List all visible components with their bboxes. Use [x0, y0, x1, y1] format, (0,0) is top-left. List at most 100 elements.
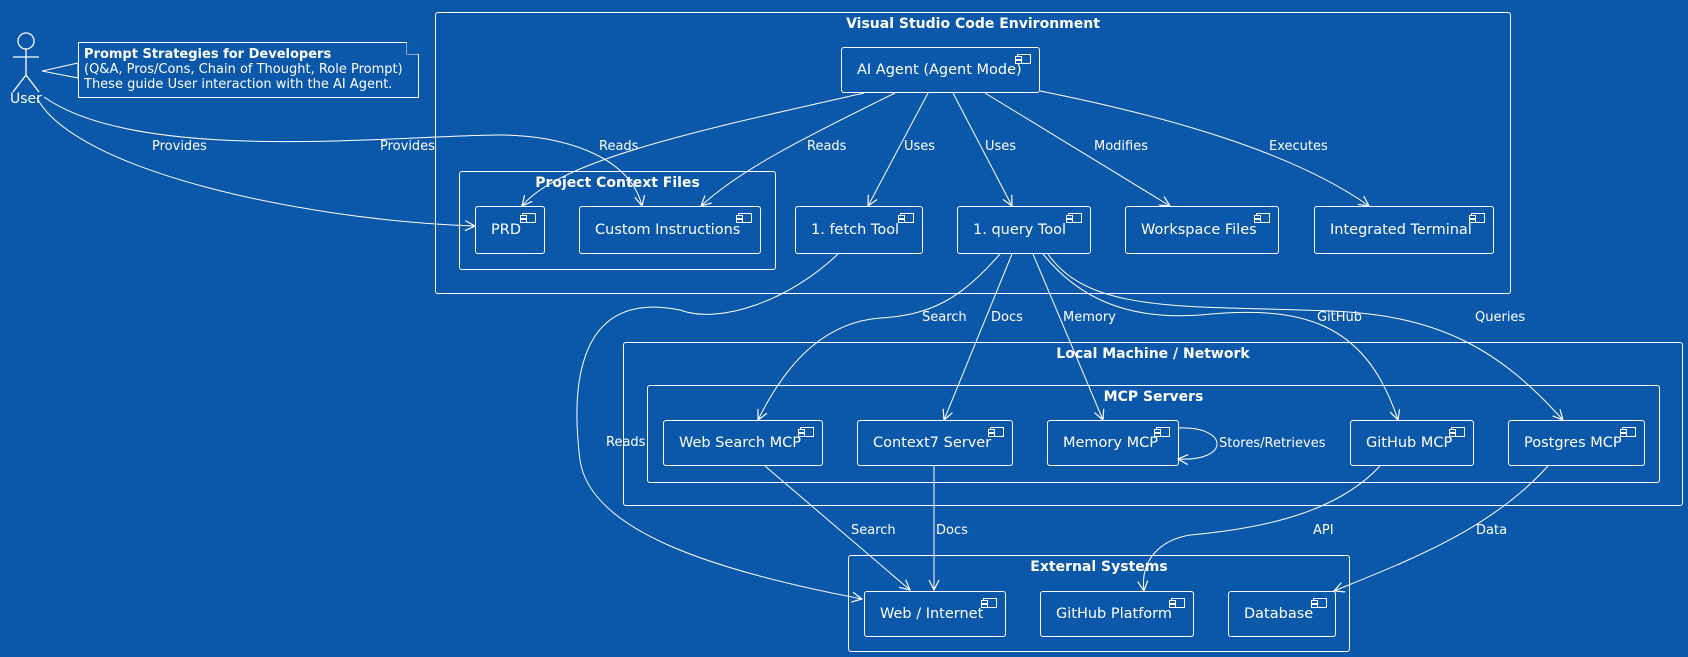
- package-external-title: External Systems: [1030, 559, 1168, 575]
- package-mcp-title: MCP Servers: [1103, 389, 1204, 405]
- component-icon: [898, 213, 914, 223]
- package-context-files: Project Context Files: [459, 171, 776, 270]
- component-icon: [988, 427, 1004, 437]
- component-prd[interactable]: PRD: [475, 206, 545, 254]
- edge-memory-self: [1178, 427, 1218, 459]
- edge-label-agent-fetch: Uses: [904, 139, 936, 154]
- component-fetch-tool-label: 1. fetch Tool: [811, 222, 900, 238]
- component-postgres-mcp[interactable]: Postgres MCP: [1508, 420, 1645, 466]
- component-custom-instructions-label: Custom Instructions: [595, 222, 741, 238]
- package-context-files-title: Project Context Files: [535, 175, 700, 191]
- edge-agent-query: [952, 92, 1012, 206]
- component-github-platform[interactable]: GitHub Platform: [1040, 591, 1194, 637]
- component-query-tool-label: 1. query Tool: [973, 222, 1067, 238]
- package-local: Local Machine / Network: [623, 342, 1683, 506]
- edge-user-custom: [43, 96, 642, 206]
- component-prd-label: PRD: [491, 222, 521, 238]
- edge-label-agent-custom: Reads: [807, 139, 847, 154]
- component-web-search-mcp[interactable]: Web Search MCP: [663, 420, 823, 466]
- component-database[interactable]: Database: [1228, 591, 1336, 637]
- component-postgres-mcp-label: Postgres MCP: [1524, 435, 1622, 451]
- component-web-search-mcp-label: Web Search MCP: [679, 435, 802, 451]
- edge-label-agent-workspace: Modifies: [1094, 139, 1148, 154]
- note-line-1: (Q&A, Pros/Cons, Chain of Thought, Role …: [84, 62, 403, 77]
- edge-label-agent-query: Uses: [985, 139, 1017, 154]
- note-title: Prompt Strategies for Developers: [84, 47, 332, 62]
- edge-label-user-custom: Provides: [380, 139, 435, 154]
- component-integrated-terminal-label: Integrated Terminal: [1330, 222, 1472, 238]
- component-memory-mcp[interactable]: Memory MCP: [1047, 420, 1179, 466]
- package-vscode: Visual Studio Code Environment: [435, 12, 1511, 294]
- component-fetch-tool[interactable]: 1. fetch Tool: [795, 206, 923, 254]
- edge-label-memory-self: Stores/Retrieves: [1219, 436, 1326, 451]
- edge-query-websearch: [758, 253, 1001, 420]
- component-icon: [520, 213, 536, 223]
- component-icon: [1311, 598, 1327, 608]
- component-github-mcp-label: GitHub MCP: [1366, 435, 1453, 451]
- component-icon: [1169, 598, 1185, 608]
- component-icon: [1469, 213, 1485, 223]
- edge-fetch-web: [576, 253, 862, 599]
- component-workspace-files[interactable]: Workspace Files: [1125, 206, 1279, 254]
- edge-query-postgres: [1047, 253, 1563, 420]
- edge-label-query-context7: Docs: [991, 310, 1023, 325]
- component-web-internet-label: Web / Internet: [880, 606, 984, 622]
- component-context7-server-label: Context7 Server: [873, 435, 992, 451]
- edge-agent-custom: [701, 92, 896, 206]
- edge-query-context7: [944, 253, 1013, 420]
- component-icon: [1066, 213, 1082, 223]
- component-database-label: Database: [1244, 606, 1314, 622]
- component-icon: [1254, 213, 1270, 223]
- component-integrated-terminal[interactable]: Integrated Terminal: [1314, 206, 1494, 254]
- component-query-tool[interactable]: 1. query Tool: [957, 206, 1091, 254]
- edge-label-github-platform: API: [1313, 523, 1334, 538]
- component-icon: [798, 427, 814, 437]
- user-actor-icon: [12, 32, 40, 93]
- edge-label-user-prd: Provides: [152, 139, 207, 154]
- edge-label-agent-prd: Reads: [599, 139, 639, 154]
- edge-label-fetch-web: Reads: [606, 435, 646, 450]
- edge-query-memory: [1032, 253, 1103, 420]
- edge-label-context7-web: Docs: [936, 523, 968, 538]
- component-memory-mcp-label: Memory MCP: [1063, 435, 1158, 451]
- edge-agent-terminal: [1039, 90, 1369, 206]
- edge-label-query-github: GitHub: [1317, 310, 1363, 325]
- component-web-internet[interactable]: Web / Internet: [864, 591, 1006, 637]
- edge-label-postgres-db: Data: [1476, 523, 1508, 538]
- component-custom-instructions[interactable]: Custom Instructions: [579, 206, 761, 254]
- edge-agent-fetch: [868, 92, 929, 206]
- edge-label-websearch-web: Search: [851, 523, 896, 538]
- component-github-platform-label: GitHub Platform: [1056, 606, 1173, 622]
- component-context7-server[interactable]: Context7 Server: [857, 420, 1013, 466]
- edge-agent-workspace: [984, 92, 1170, 206]
- edge-label-query-memory: Memory: [1063, 310, 1116, 325]
- edge-postgres-db: [1334, 465, 1549, 591]
- edge-label-agent-terminal: Executes: [1269, 139, 1328, 154]
- component-icon: [981, 598, 997, 608]
- component-icon: [736, 213, 752, 223]
- component-icon: [1449, 427, 1465, 437]
- package-local-title: Local Machine / Network: [1056, 346, 1250, 362]
- package-vscode-title: Visual Studio Code Environment: [846, 16, 1100, 32]
- component-ai-agent-label: AI Agent (Agent Mode): [857, 62, 1022, 78]
- note-fold: [407, 42, 419, 54]
- component-icon: [1015, 54, 1031, 64]
- user-actor-label: User: [10, 91, 42, 107]
- package-mcp: MCP Servers: [647, 385, 1660, 483]
- component-github-mcp[interactable]: GitHub MCP: [1350, 420, 1474, 466]
- component-workspace-files-label: Workspace Files: [1141, 222, 1257, 238]
- edge-github-platform: [1143, 465, 1381, 591]
- edge-label-query-websearch: Search: [922, 310, 967, 325]
- edge-user-prd: [36, 97, 475, 226]
- component-icon: [1620, 427, 1636, 437]
- edge-query-github: [1042, 253, 1398, 420]
- package-external: External Systems: [848, 555, 1350, 652]
- note-connector: [41, 62, 79, 79]
- edge-label-query-postgres: Queries: [1475, 310, 1526, 325]
- component-ai-agent[interactable]: AI Agent (Agent Mode): [841, 47, 1040, 93]
- prompt-strategies-note: Prompt Strategies for Developers (Q&A, P…: [78, 42, 419, 98]
- component-icon: [1154, 427, 1170, 437]
- note-line-2: These guide User interaction with the AI…: [84, 77, 393, 92]
- edge-agent-prd: [522, 92, 865, 206]
